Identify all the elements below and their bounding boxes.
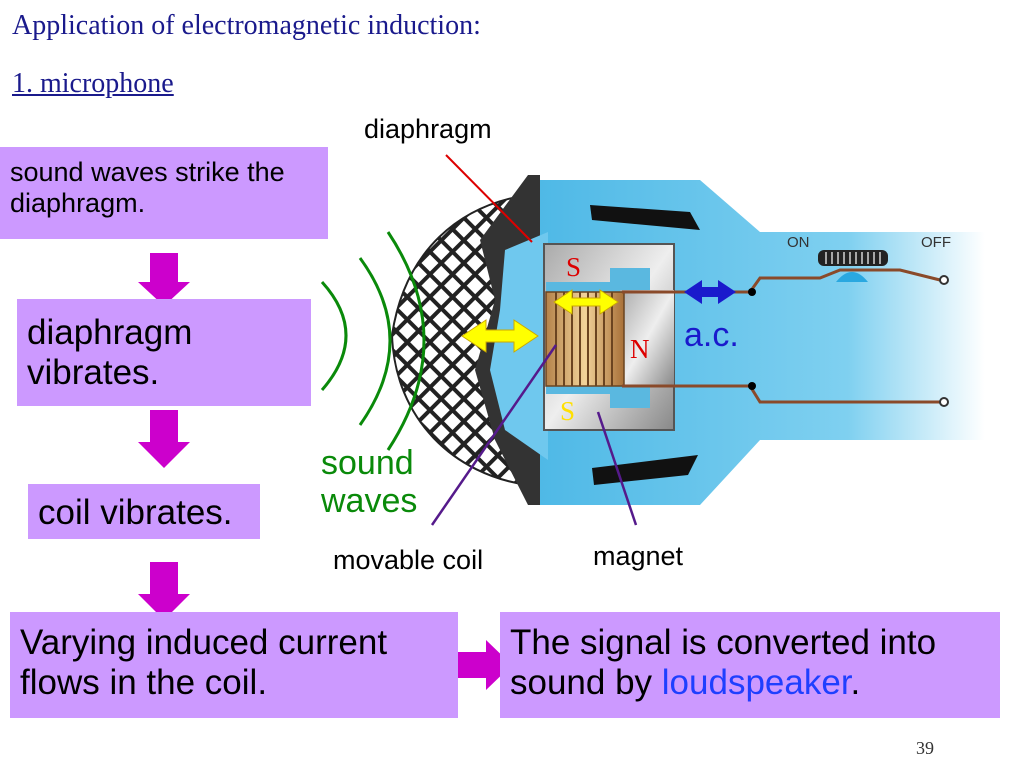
pole-label-n: N	[630, 334, 650, 364]
magnet-pointer	[596, 411, 638, 526]
step-box-1: sound waves strike the diaphragm.	[0, 147, 328, 239]
on-off-switch	[818, 250, 888, 282]
step-box-3: coil vibrates.	[28, 484, 260, 539]
pole-label-s-top: S	[566, 252, 582, 282]
result-box: The signal is converted into sound by lo…	[500, 612, 1000, 718]
loudspeaker-text: loudspeaker	[661, 663, 851, 703]
page-number: 39	[916, 738, 934, 758]
label-switch-off: OFF	[921, 234, 951, 251]
housing-inner-band-bottom	[592, 455, 698, 485]
flow-arrow-down-3	[138, 562, 190, 620]
result-suffix: .	[850, 663, 861, 703]
diaphragm-motion-arrow	[461, 319, 539, 353]
coil-pointer	[430, 344, 558, 526]
page-subtitle: 1. microphone	[12, 68, 174, 99]
movable-coil	[545, 291, 625, 387]
coil-motion-arrow	[553, 289, 619, 315]
step-box-4: Varying induced current flows in the coi…	[10, 612, 458, 718]
result-prefix: The signal is converted into sound by	[510, 623, 937, 703]
flow-arrow-down-1	[138, 253, 190, 306]
step-box-2: diaphragm vibrates.	[17, 299, 311, 406]
diaphragm-pointer	[445, 154, 533, 243]
pole-label-s-bottom: S	[560, 396, 576, 426]
flow-arrow-right	[458, 640, 512, 690]
flow-arrow-down-2	[138, 410, 190, 468]
label-sound-waves: sound waves	[321, 444, 418, 521]
label-switch-on: ON	[787, 234, 810, 251]
ac-arrow	[684, 280, 736, 304]
label-movable-coil: movable coil	[333, 545, 484, 575]
label-ac: a.c.	[684, 316, 739, 354]
sound-wave-arcs	[320, 231, 426, 451]
flow-arrows	[138, 253, 512, 690]
label-diaphragm: diaphragm	[364, 114, 492, 144]
housing-inner-band-top	[590, 205, 700, 230]
label-magnet: magnet	[593, 541, 684, 571]
page-title: Application of electromagnetic induction…	[12, 10, 481, 41]
